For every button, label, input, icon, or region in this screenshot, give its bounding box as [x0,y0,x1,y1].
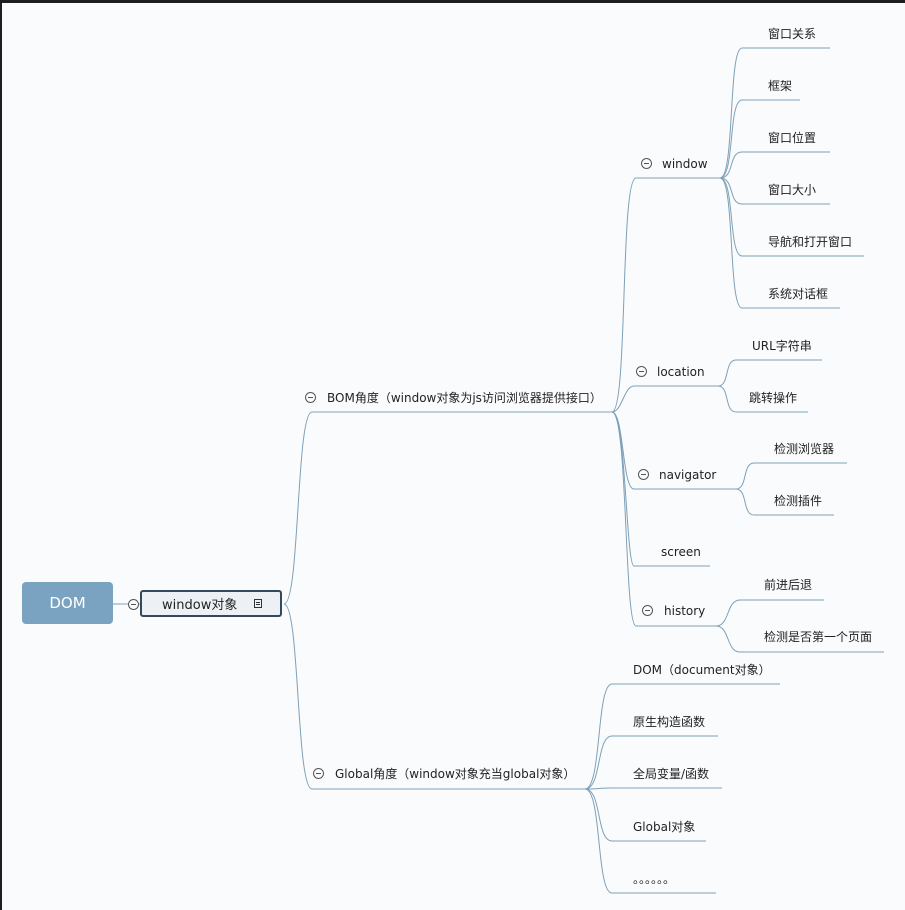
topic-window-child[interactable]: 导航和打开窗口 [768,235,853,249]
topic-location-child[interactable]: 跳转操作 [749,391,798,405]
collapse-icon[interactable] [642,605,653,616]
topic-window-child[interactable]: 窗口大小 [768,183,817,197]
note-icon[interactable] [254,599,262,608]
topic-global-child[interactable]: DOM（document对象） [633,663,771,677]
collapse-icon[interactable] [636,366,647,377]
topic-window-child[interactable]: 系统对话框 [768,287,829,301]
collapse-icon[interactable] [638,469,649,480]
topic-window[interactable]: window [662,157,708,171]
topic-history-child[interactable]: 检测是否第一个页面 [764,630,873,644]
collapse-icon[interactable] [313,768,324,779]
topic-global-child[interactable]: 原生构造函数 [633,715,706,729]
topic-navigator[interactable]: navigator [659,468,717,482]
collapse-icon[interactable] [641,158,652,169]
topic-screen[interactable]: screen [661,545,701,559]
main-topic-window-object[interactable]: window对象 [140,590,282,617]
topic-global-child[interactable]: Global对象 [633,820,696,834]
root-label: DOM [49,594,86,612]
topic-location[interactable]: location [657,365,705,379]
topic-global[interactable]: Global角度（window对象充当global对象） [335,767,576,781]
topic-window-child[interactable]: 窗口位置 [768,131,817,145]
main-topic-label: window对象 [162,598,238,613]
topic-window-child[interactable]: 窗口关系 [768,27,817,41]
topic-navigator-child[interactable]: 检测插件 [774,494,823,508]
window-frame-left [0,0,2,910]
topic-location-child[interactable]: URL字符串 [752,339,812,353]
topic-history[interactable]: history [664,604,706,618]
topic-bom[interactable]: BOM角度（window对象为js访问浏览器提供接口） [327,391,602,405]
topic-global-child[interactable]: 全局变量/函数 [633,767,710,781]
window-frame-top [0,0,905,3]
topic-history-child[interactable]: 前进后退 [764,578,813,592]
topic-global-child[interactable]: 。。。。。。 [633,872,676,886]
topic-navigator-child[interactable]: 检测浏览器 [774,442,835,456]
collapse-icon[interactable] [128,599,139,610]
topic-window-child[interactable]: 框架 [768,79,793,93]
root-topic-dom[interactable]: DOM [22,582,113,624]
collapse-icon[interactable] [305,392,316,403]
